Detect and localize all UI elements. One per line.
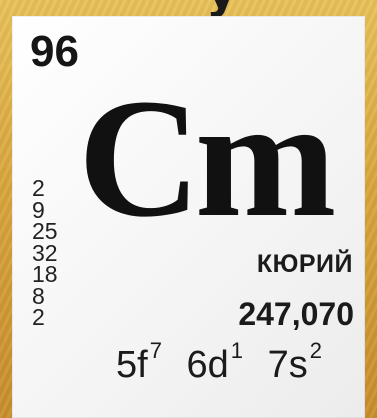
element-tile: 96 Cm 2 9 25 32 18 8 2 КЮРИЙ 247,070 5f7… — [12, 16, 365, 418]
atomic-mass: 247,070 — [238, 296, 354, 332]
shell-count: 25 — [32, 218, 58, 244]
shell-count: 32 — [32, 239, 58, 266]
shell-count: 18 — [32, 261, 58, 287]
shell-count: 8 — [32, 282, 45, 309]
orbital-label: 6d — [186, 344, 229, 386]
orbital-electrons: 7 — [149, 338, 162, 363]
orbital-label: 5f — [116, 344, 148, 386]
shell-count: 2 — [32, 304, 45, 330]
element-symbol: Cm — [78, 64, 336, 252]
orbital-electrons: 2 — [309, 338, 322, 363]
shell-count: 2 — [32, 175, 45, 201]
orbital-electrons: 1 — [230, 338, 244, 363]
orbital-term: 6d1 — [186, 340, 244, 386]
electron-shells: 2 9 25 32 18 8 2 — [32, 175, 66, 330]
element-name: КЮРИЙ — [256, 250, 353, 278]
orbital-term: 5f7 — [116, 340, 162, 386]
orbital-term: 7s2 — [267, 340, 322, 386]
atomic-number: 96 — [30, 27, 79, 76]
orbital-label: 7s — [267, 344, 308, 386]
background-text-fragment: у — [206, 0, 239, 15]
shell-count: 9 — [32, 196, 45, 223]
electron-configuration: 5f7 6d1 7s2 — [116, 340, 322, 386]
